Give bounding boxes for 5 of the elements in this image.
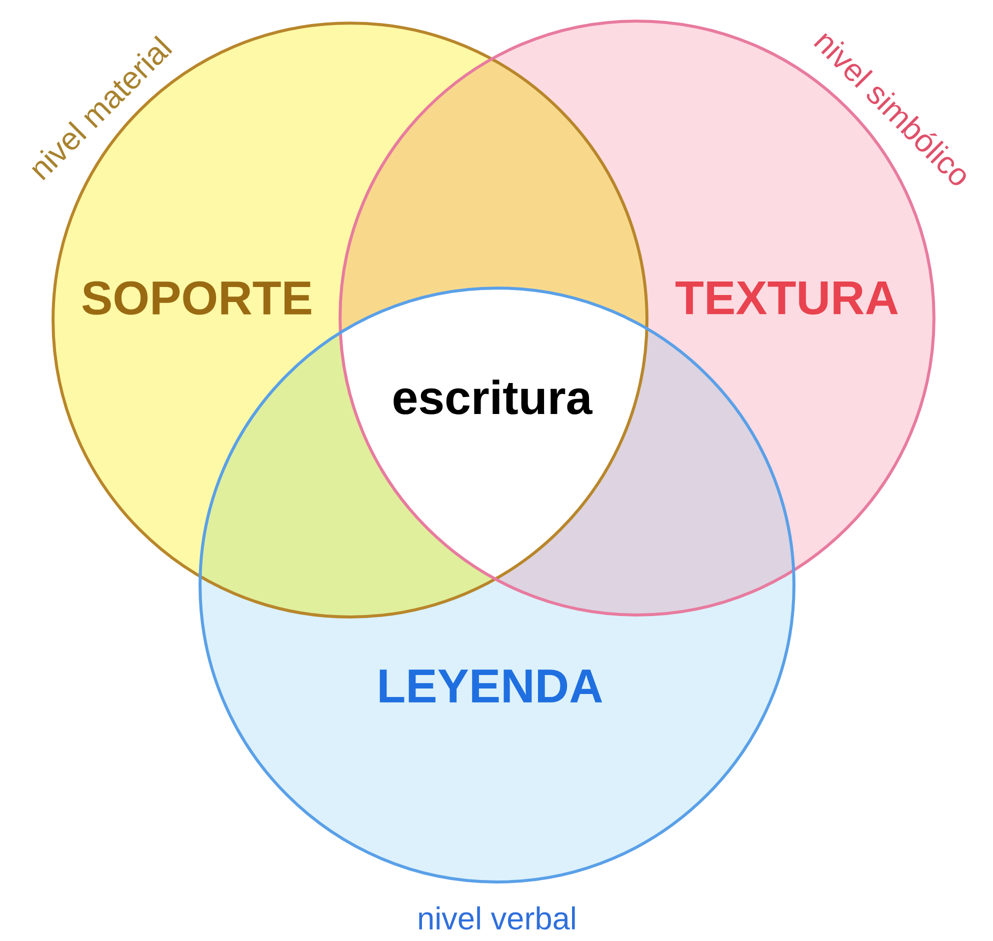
center-label: escritura [394, 380, 592, 414]
level-label: nivel verbal [419, 906, 575, 930]
set-label: LEYENDA [380, 670, 602, 702]
set-label: SOPORTE [82, 281, 312, 315]
set-label: TEXTURA [676, 281, 898, 315]
